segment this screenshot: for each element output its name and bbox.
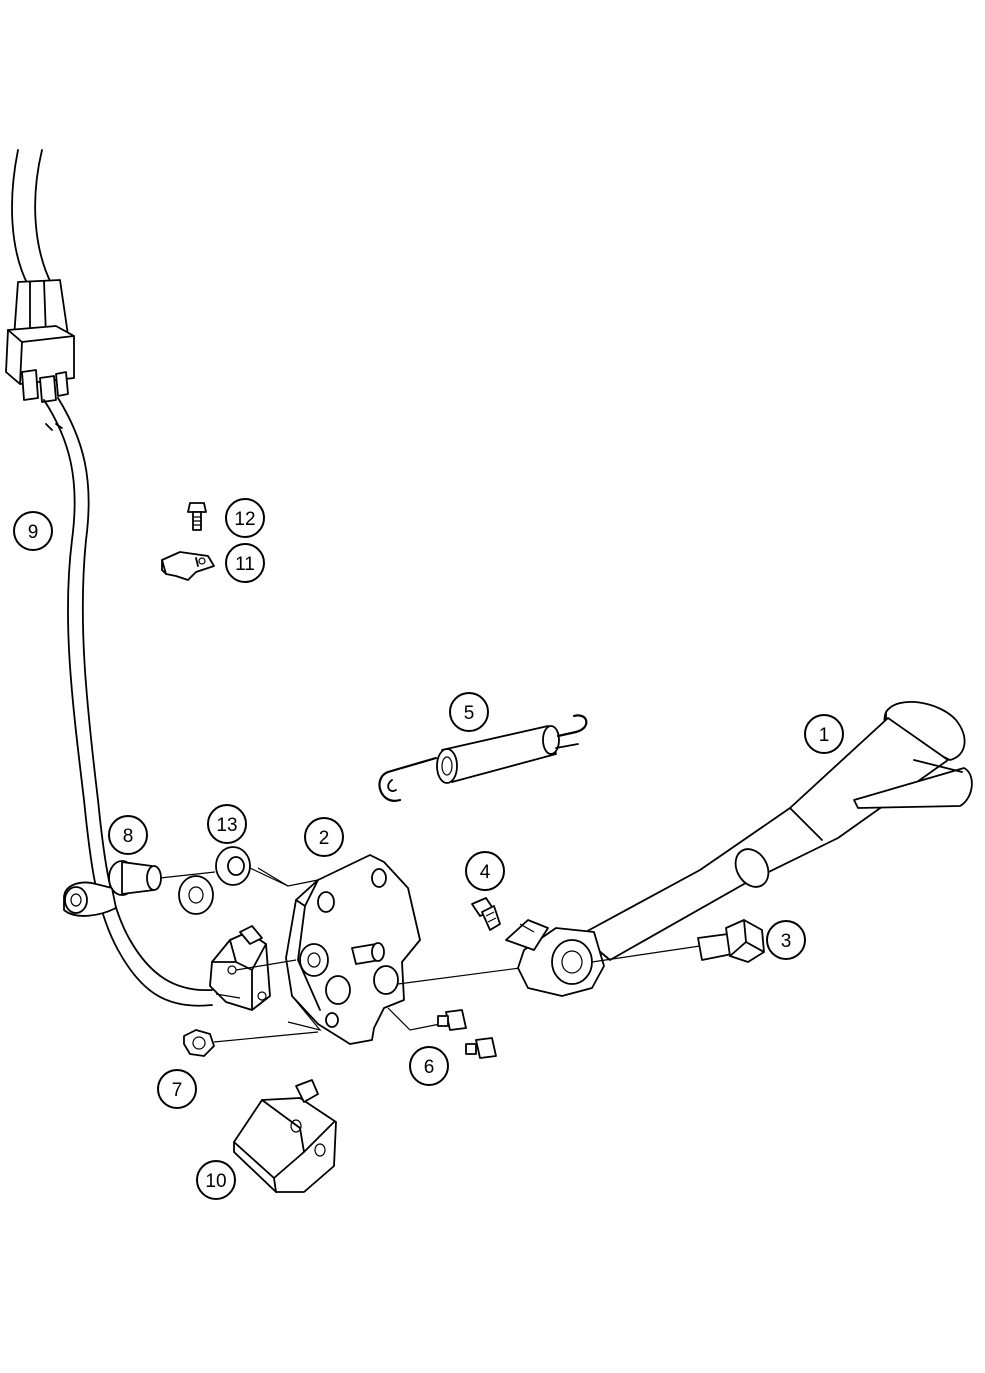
bolt-8[interactable] [108, 860, 216, 896]
callout-7: 7 [157, 1069, 197, 1109]
callout-label-13: 13 [216, 815, 237, 836]
callout-label-11: 11 [235, 554, 255, 575]
sensor-cable[interactable] [5, 149, 213, 1007]
nut-7[interactable] [183, 1029, 319, 1057]
screw-4[interactable] [471, 897, 501, 931]
side-stand[interactable] [505, 700, 973, 997]
callout-5: 5 [449, 692, 489, 732]
washer-13[interactable] [178, 846, 289, 915]
bolts-6[interactable] [437, 1009, 497, 1059]
spring[interactable] [378, 714, 588, 802]
callout-4: 4 [465, 851, 505, 891]
mounting-plate[interactable] [285, 854, 421, 1045]
callout-label-4: 4 [480, 862, 491, 883]
switch-cover[interactable] [233, 1079, 337, 1193]
pivot-bolt[interactable] [697, 919, 765, 963]
callout-label-9: 9 [28, 522, 39, 543]
callout-label-10: 10 [205, 1171, 226, 1192]
callout-12: 12 [225, 498, 265, 538]
screw-12[interactable] [187, 502, 207, 531]
callout-9: 9 [13, 511, 53, 551]
callout-label-8: 8 [123, 826, 134, 847]
callout-label-5: 5 [464, 703, 475, 724]
callout-label-12: 12 [234, 509, 255, 530]
callout-13: 13 [207, 804, 247, 844]
callout-10: 10 [196, 1160, 236, 1200]
callout-8: 8 [108, 815, 148, 855]
callout-label-1: 1 [819, 725, 830, 746]
callout-label-3: 3 [781, 931, 792, 952]
callout-label-7: 7 [172, 1080, 183, 1101]
callout-label-2: 2 [319, 828, 330, 849]
callout-6: 6 [409, 1046, 449, 1086]
callout-11: 11 [225, 543, 265, 583]
assembly-lines [257, 867, 521, 1032]
callout-3: 3 [766, 920, 806, 960]
bracket-11[interactable] [161, 551, 215, 581]
side-stand-switch[interactable] [209, 925, 297, 1011]
callout-1: 1 [804, 714, 844, 754]
callout-2: 2 [304, 817, 344, 857]
callout-label-6: 6 [424, 1057, 435, 1078]
